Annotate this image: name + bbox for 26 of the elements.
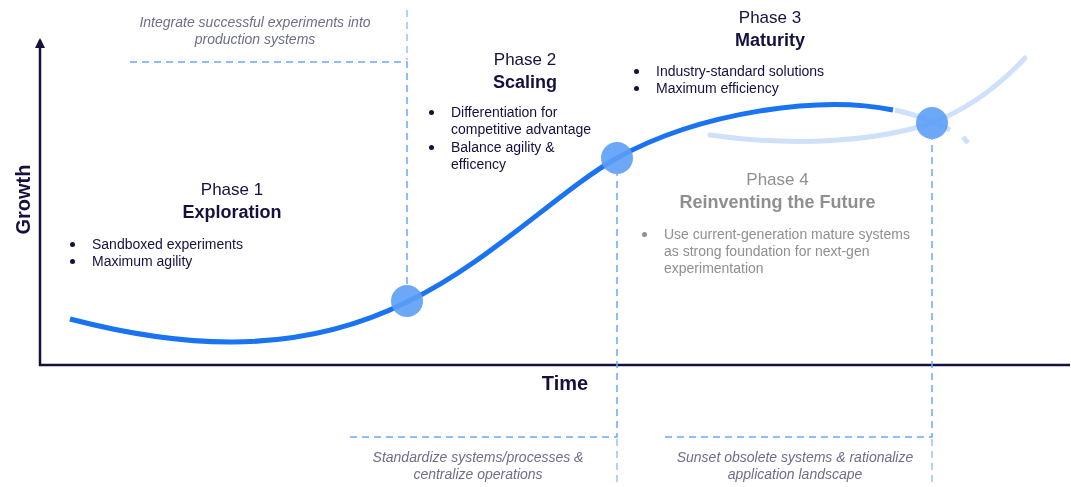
leader-line xyxy=(129,61,408,286)
annotation-text: Integrate successful experiments into production systems xyxy=(130,10,380,62)
phase-title: Maturity xyxy=(734,30,806,51)
phase-title: Scaling xyxy=(492,72,558,93)
phase-number: Phase 1 xyxy=(199,180,265,200)
bullet-item: Use current-generation mature systems as strong foundation for next-gen experimentation xyxy=(664,226,911,277)
bullet-item: Sandboxed experiments xyxy=(92,236,244,253)
phase-title: Exploration xyxy=(181,202,283,223)
annotation-text: Standardize systems/processes & centralize operations xyxy=(350,437,606,485)
annotation-text: Sunset obsolete systems & rationalize application landscape xyxy=(665,437,925,485)
bullet-item: Differentiation for competitive advantage xyxy=(451,104,593,138)
axis-label: Time xyxy=(540,372,590,395)
bullet-item: Maximum agility xyxy=(92,253,194,270)
axis-label: Growth xyxy=(11,164,35,235)
phase-number: Phase 2 xyxy=(492,50,558,70)
leader-line xyxy=(664,138,933,438)
phase-number: Phase 4 xyxy=(745,170,810,190)
leader-line xyxy=(349,173,618,438)
milestone-dot xyxy=(391,285,423,317)
phase-number: Phase 3 xyxy=(737,8,803,28)
bullet-item: Balance agility & efficency xyxy=(451,139,556,173)
milestone-dot xyxy=(916,107,948,139)
bullet-item: Maximum efficiency xyxy=(656,80,780,97)
milestone-dot xyxy=(601,142,633,174)
phase-title: Reinventing the Future xyxy=(678,192,877,213)
bullet-item: Industry-standard solutions xyxy=(656,63,826,80)
